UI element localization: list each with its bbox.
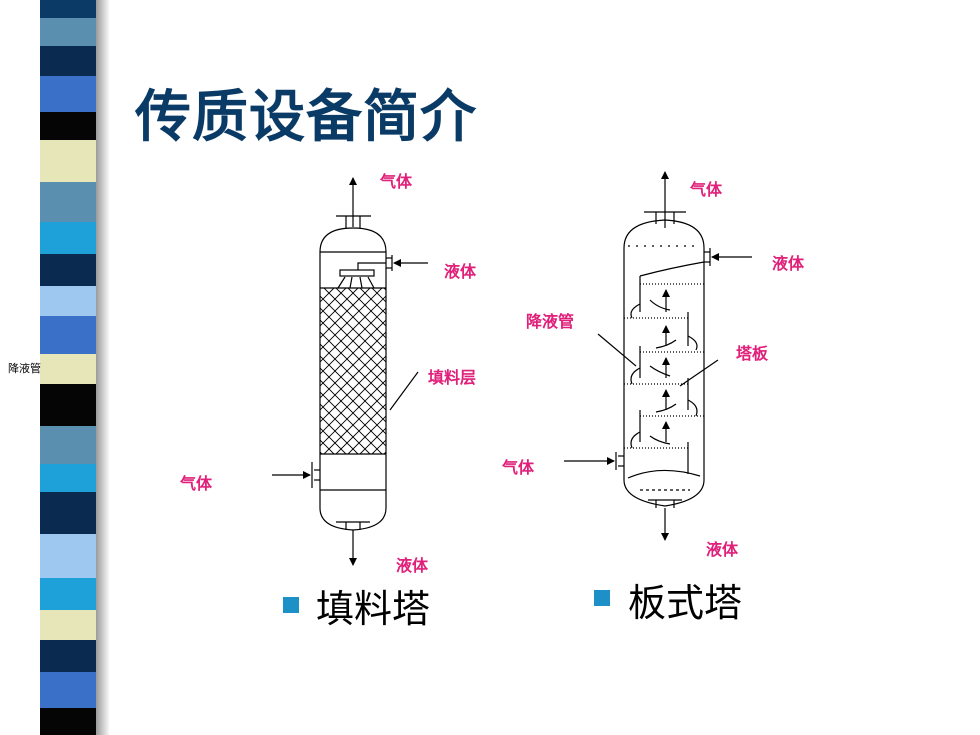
packed-gas-out-label: 气体: [380, 172, 413, 191]
plate-gas-out-label: 气体: [690, 180, 723, 199]
downcomer-label: 降液管: [526, 312, 575, 331]
plate-gas-in-label: 气体: [502, 458, 535, 477]
packed-gas-in-label: 气体: [180, 474, 213, 493]
sidebar-label: 降液管: [8, 362, 41, 375]
packed-liquid-in-label: 液体: [444, 262, 477, 281]
plate-liquid-in-label: 液体: [772, 254, 805, 273]
plate-tower: [564, 171, 752, 541]
plate-tower-shell: [623, 219, 705, 507]
packed-tower-caption: 填料塔: [316, 587, 431, 631]
packed-tower-shell: [319, 227, 387, 531]
bullet-square: [283, 597, 299, 613]
bullet-square: [594, 590, 610, 606]
packed-tower: [272, 177, 428, 566]
plate-tower-caption: 板式塔: [628, 581, 743, 625]
packed-liquid-out-label: 液体: [396, 556, 429, 575]
tray-label: 塔板: [736, 344, 769, 363]
decorative-sidebar: [0, 0, 110, 735]
slide-title: 传质设备简介: [135, 84, 477, 150]
packing-layer-label: 填料层: [428, 368, 477, 387]
packing-bed: [320, 288, 386, 454]
plate-liquid-out-label: 液体: [706, 540, 739, 559]
